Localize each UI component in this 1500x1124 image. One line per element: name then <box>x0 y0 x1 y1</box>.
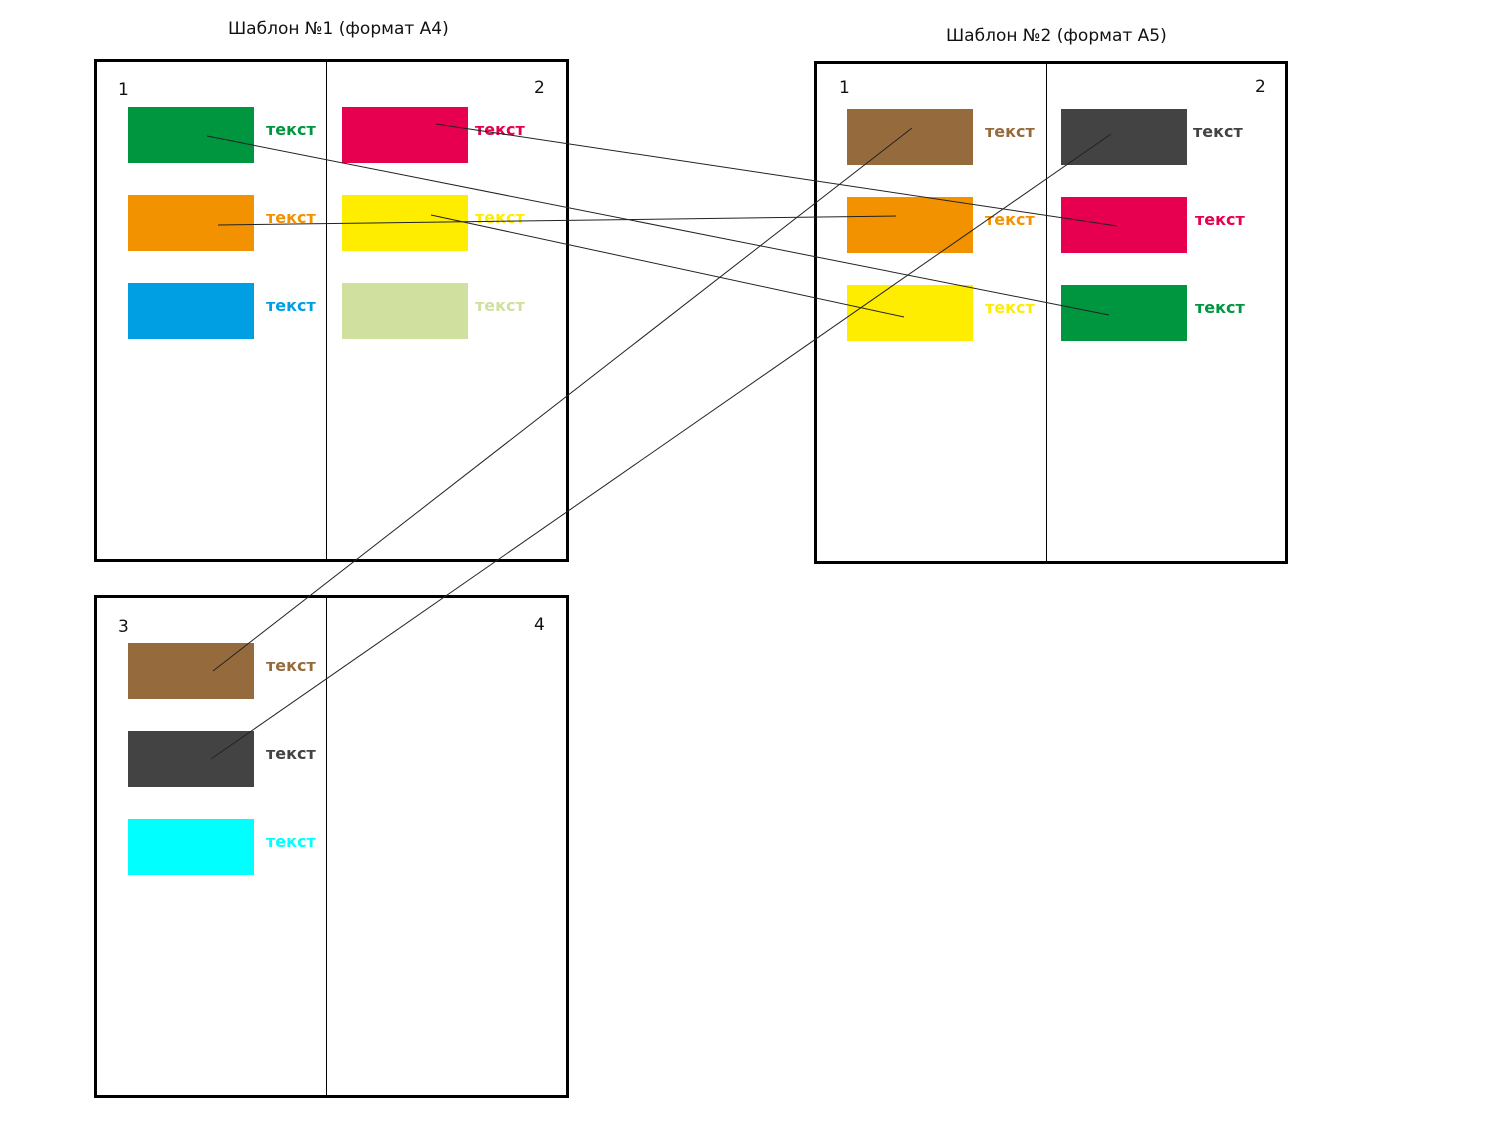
template1-title: Шаблон №1 (формат А4) <box>228 19 449 39</box>
page-number: 4 <box>534 615 545 635</box>
item-label: текст <box>266 296 316 315</box>
item-label: текст <box>1193 122 1243 141</box>
color-block-cyan <box>128 819 254 875</box>
item-label: текст <box>985 122 1035 141</box>
item-label: текст <box>1195 298 1245 317</box>
color-block-yellow <box>847 285 973 341</box>
page-number: 1 <box>839 78 850 98</box>
color-block-dark-gray <box>1061 109 1187 165</box>
color-block-dark-gray <box>128 731 254 787</box>
item-label: текст <box>266 208 316 227</box>
item-label: текст <box>985 210 1035 229</box>
connector-dark-gray <box>210 133 1112 760</box>
item-label: текст <box>1195 210 1245 229</box>
page-number: 1 <box>118 80 129 100</box>
color-block-light-green <box>342 283 468 339</box>
item-label: текст <box>985 298 1035 317</box>
template1-spread-1: 1 2 текст текст текст текст текст текст <box>94 59 569 562</box>
connector-green <box>206 135 1110 316</box>
color-block-orange <box>128 195 254 251</box>
item-label: текст <box>266 744 316 763</box>
template1-spread-2: 3 4 текст текст текст <box>94 595 569 1098</box>
color-block-orange <box>847 197 973 253</box>
color-block-magenta <box>1061 197 1187 253</box>
color-block-blue <box>128 283 254 339</box>
page-number: 3 <box>118 617 129 637</box>
connector-magenta <box>435 123 1118 227</box>
spread-divider <box>1046 64 1047 561</box>
item-label: текст <box>475 296 525 315</box>
template2-title: Шаблон №2 (формат А5) <box>946 26 1167 46</box>
connector-yellow <box>430 214 905 318</box>
color-block-magenta <box>342 107 468 163</box>
item-label: текст <box>266 656 316 675</box>
template2-spread: 1 2 текст текст текст текст текст текст <box>814 61 1288 564</box>
connector-brown <box>212 127 913 672</box>
item-label: текст <box>475 120 525 139</box>
color-block-brown <box>847 109 973 165</box>
color-block-green <box>1061 285 1187 341</box>
item-label: текст <box>266 120 316 139</box>
page-number: 2 <box>534 78 545 98</box>
item-label: текст <box>266 832 316 851</box>
item-label: текст <box>475 208 525 227</box>
color-block-green <box>128 107 254 163</box>
connector-orange <box>217 215 897 226</box>
spread-divider <box>326 62 327 559</box>
spread-divider <box>326 598 327 1095</box>
page-number: 2 <box>1255 77 1266 97</box>
color-block-brown <box>128 643 254 699</box>
